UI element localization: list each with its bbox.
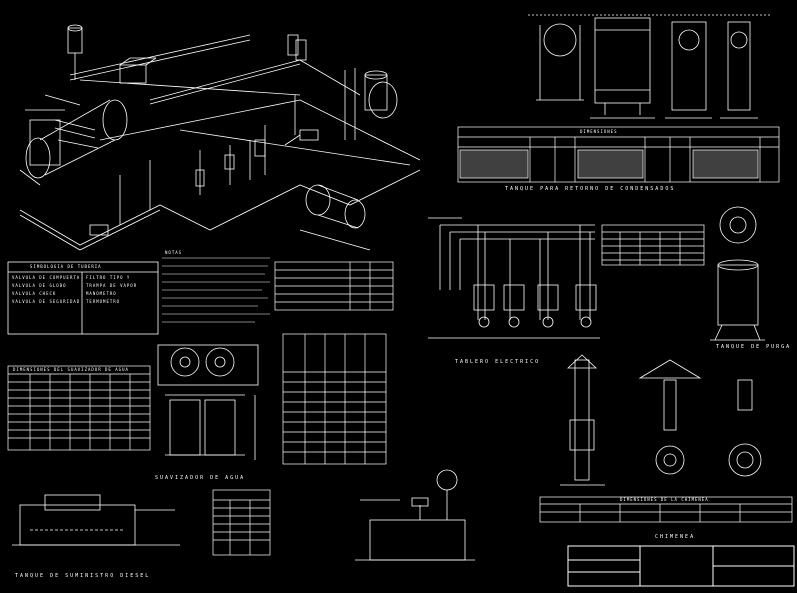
notas-table (274, 261, 394, 311)
title-suavizador: SUAVIZADOR DE AGUA (155, 475, 246, 481)
symbol-8: TERMOMETRO (86, 299, 121, 304)
title-block (567, 545, 795, 587)
table-title-retorno: DIMENSIONES (580, 129, 618, 134)
dimensiones-table (457, 126, 780, 183)
title-notas: NOTAS (165, 250, 183, 255)
isometric-boiler-room (19, 24, 421, 251)
suavizador-data-table (282, 333, 387, 465)
symbol-5: FILTRO TIPO Y (86, 275, 131, 280)
title-tablero: TABLERO ELECTRICO (455, 359, 541, 365)
suavizador-dim-table (601, 224, 705, 266)
notas-block (162, 257, 270, 323)
tanque-purga-detail (710, 206, 765, 341)
symbol-2: VALVULA DE GLOBO (12, 283, 67, 288)
chimenea-dim-table (539, 496, 793, 523)
title-simbologia: SIMBOLOGIA DE TUBERIA (30, 264, 102, 269)
simbologia-box (7, 261, 159, 335)
title-tanque-purga: TANQUE DE PURGA (716, 344, 792, 350)
tanque-diesel-drawing (12, 494, 180, 546)
tank-elevations (528, 14, 770, 119)
title-tanque-diesel: TANQUE DE SUMINISTRO DIESEL (15, 573, 151, 579)
title-tanque-retorno: TANQUE PARA RETORNO DE CONDENSADOS (505, 186, 676, 192)
title-chimenea: CHIMENEA (655, 534, 696, 540)
suavizador-drawing (157, 344, 259, 460)
chimenea-details (560, 354, 762, 486)
tanque-condensados-section (355, 469, 475, 561)
symbol-3: VALVULA CHECK (12, 291, 57, 296)
table-title-chimenea: DIMENSIONES DE LA CHIMENEA (620, 497, 709, 502)
tablero-electrico (428, 217, 600, 339)
symbol-6: TRAMPA DE VAPOR (86, 283, 138, 288)
diesel-dim-table (212, 489, 271, 556)
table-title-suavizador: DIMENSIONES DEL SUAVIZADOR DE AGUA (13, 367, 129, 372)
symbol-4: VALVULA DE SEGURIDAD (12, 299, 81, 304)
symbol-1: VALVULA DE COMPUERTA (12, 275, 81, 280)
dim-suavizador-table (7, 365, 151, 451)
symbol-7: MANOMETRO (86, 291, 117, 296)
